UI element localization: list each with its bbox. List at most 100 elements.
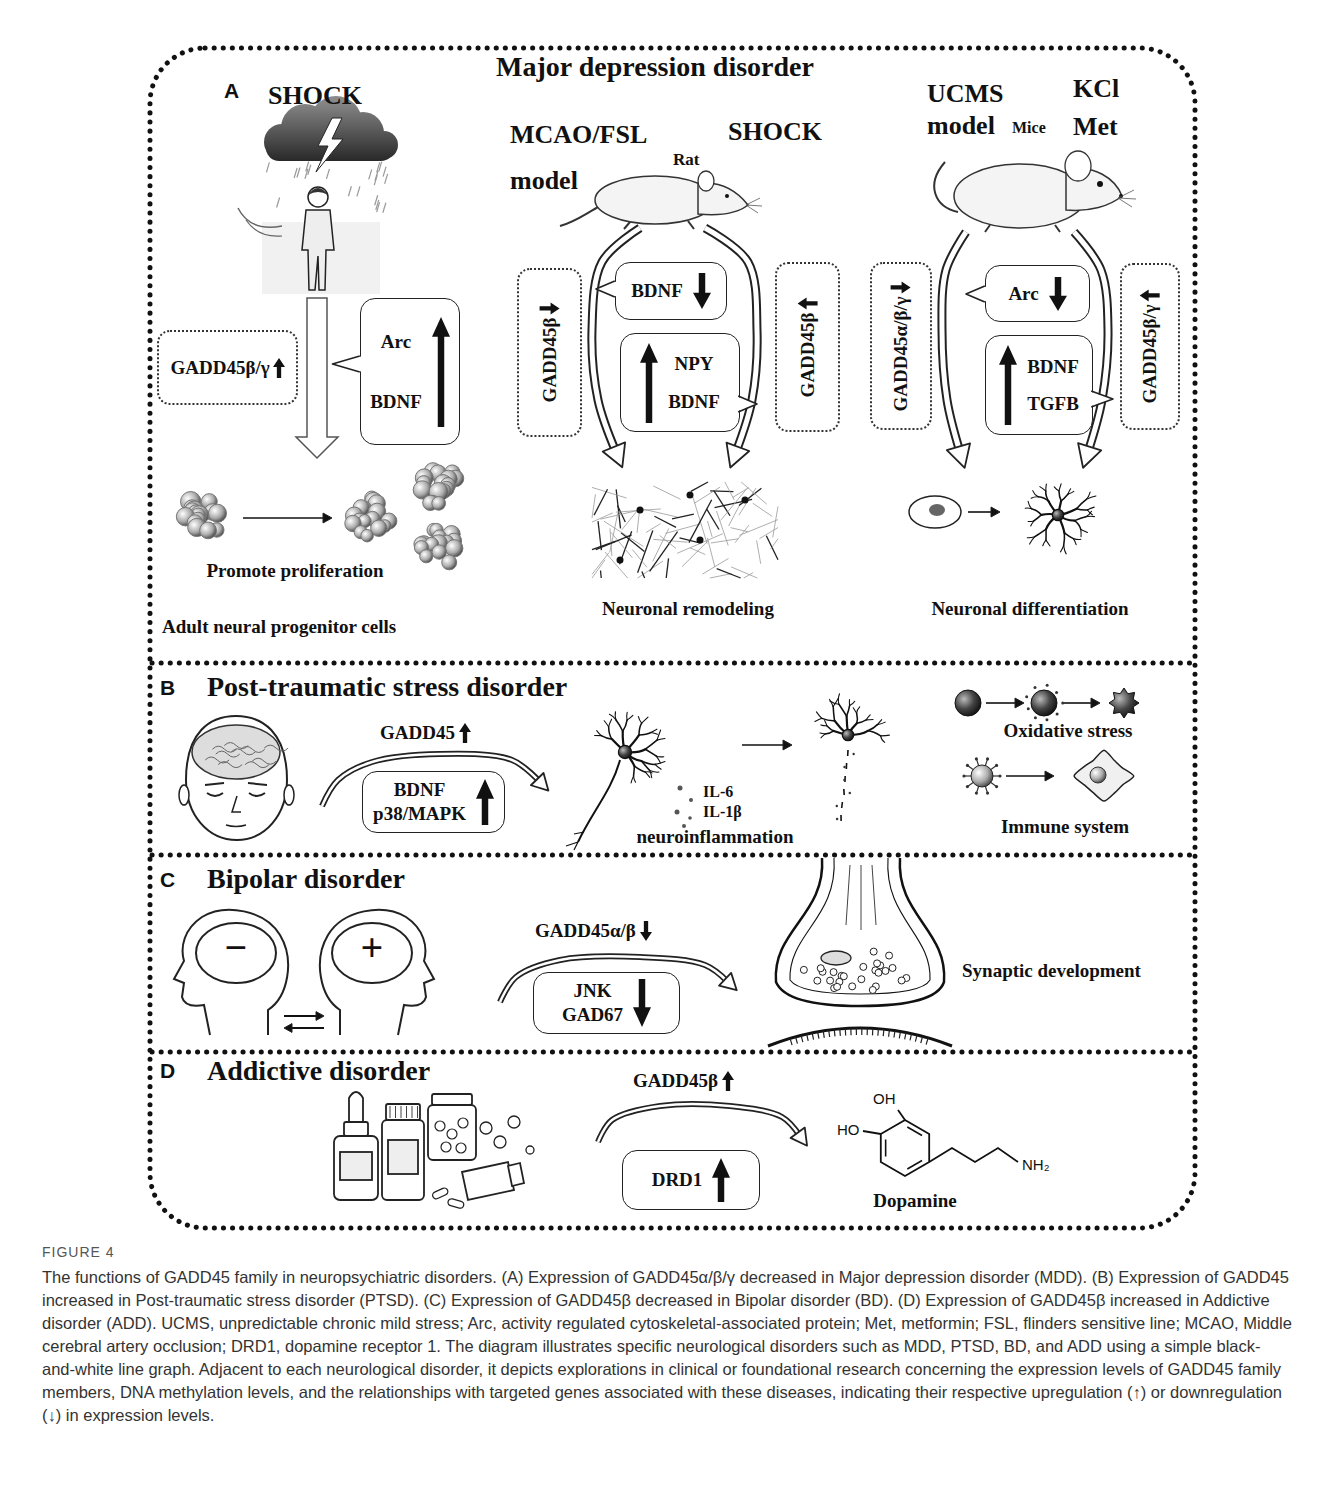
panel-letter: B: [160, 676, 175, 699]
mood-switch-arrow: [284, 1015, 318, 1017]
progenitor-cells: [208, 504, 226, 522]
gene-list: JNK GAD67: [562, 979, 623, 1027]
head-outline: [186, 716, 287, 840]
chem-group: OH: [873, 1090, 896, 1108]
axon-fragment: [844, 776, 846, 782]
mature-neuron: [1033, 491, 1039, 497]
label-slot: NH₂: [1022, 1156, 1050, 1174]
side-chain: [929, 1148, 1018, 1162]
text-slot: Bipolar disorder: [207, 862, 405, 896]
damaged-neuron: [821, 734, 825, 738]
panel-heading: Bipolar disorder: [207, 863, 405, 894]
mood-sign: −: [225, 928, 248, 968]
neurite: [689, 500, 712, 543]
box-content: Arc BDNF: [370, 312, 450, 432]
damaged-neuron: [833, 707, 834, 721]
label-slot: FIGURE 4: [42, 1244, 115, 1261]
neurite: [592, 513, 613, 522]
neurite: [741, 482, 767, 504]
neurite: [653, 528, 669, 561]
damaged-neuron: [866, 719, 873, 721]
neurite: [682, 541, 708, 567]
neurite: [707, 521, 712, 537]
neurite: [771, 539, 778, 549]
label-slot: KCl Met: [1073, 70, 1119, 146]
gene-name: GADD45β/γ: [1139, 304, 1162, 403]
callout-pointer: [739, 396, 758, 412]
healthy-neuron: [633, 766, 635, 776]
text-slot: Addictive disorder: [207, 1054, 430, 1088]
gene-name: GADD45α/β/γ: [890, 296, 913, 411]
gene-name: GADD45β/γ: [170, 356, 269, 379]
ros-dot: [1034, 716, 1037, 719]
expression-arrow: [633, 979, 651, 1027]
mature-neuron: [1052, 509, 1063, 520]
raindrop: [357, 186, 360, 196]
box-content: NPY BDNF: [640, 343, 720, 423]
double-bond: [907, 1127, 922, 1136]
mature-neuron: [1045, 484, 1047, 491]
lightning: [316, 118, 343, 172]
flow-arrow: [1078, 443, 1101, 468]
vesicle: [830, 969, 837, 976]
callout-pointer: [596, 281, 615, 297]
virus-spike: [968, 782, 973, 786]
head-profile: [320, 910, 434, 1035]
neurite: [672, 514, 694, 519]
label-slot: MCAO/FSL model: [510, 112, 646, 204]
expression-arrow: [459, 723, 471, 743]
postsynaptic-density: [861, 1028, 862, 1035]
postsynaptic-density: [839, 1029, 841, 1036]
neurite: [632, 549, 647, 567]
label-slot: SHOCK: [268, 80, 362, 111]
microtubule: [846, 865, 850, 925]
person-body: [302, 210, 334, 290]
label-slot: Neuronal differentiation: [931, 598, 1128, 621]
nose: [232, 796, 241, 812]
closed-eye: [207, 793, 223, 796]
damaged-neuron: [833, 698, 838, 707]
pill: [526, 1146, 534, 1154]
damaged-neuron: [827, 726, 834, 731]
rat-foot: [688, 221, 694, 229]
raindrop: [369, 169, 372, 179]
expression-arrow: [1140, 289, 1160, 301]
virus-spike: [966, 785, 969, 788]
mood-sign: +: [361, 928, 384, 968]
rotated-content: GADD45β: [538, 302, 561, 402]
neurite: [592, 560, 605, 578]
cap-ridge: [406, 1106, 407, 1118]
dropper: [349, 1092, 363, 1122]
label-slot: SHOCK: [728, 116, 822, 147]
damaged-neuron: [877, 722, 885, 724]
mature-neuron: [1087, 510, 1092, 515]
damaged-neuron: [825, 720, 827, 725]
expression-arrow: [640, 921, 652, 941]
mature-neuron: [1063, 533, 1065, 546]
drug-bottles: [334, 1092, 534, 1209]
postsynaptic-density: [818, 1032, 819, 1039]
expression-arrow: [891, 281, 911, 293]
stimulus-label: SHOCK: [268, 80, 362, 111]
healthy-neuron: [642, 717, 648, 723]
damaged-neuron: [842, 729, 853, 740]
stress-arrow: [1015, 698, 1024, 708]
healthy-neuron: [595, 712, 665, 783]
neuron-soma: [617, 557, 624, 564]
callout-pointer: [596, 281, 618, 297]
neurite: [773, 506, 778, 537]
progenitor-cells: [420, 550, 433, 563]
damaged-neuron: [838, 694, 839, 704]
benzene-ring: [881, 1120, 929, 1176]
gene-list: Arc: [1008, 282, 1038, 306]
neurite: [757, 540, 761, 564]
head-ear: [284, 785, 294, 805]
box-content: Arc: [1008, 277, 1066, 311]
mature-neuron: [1086, 516, 1095, 518]
mature-neuron: [1059, 491, 1061, 501]
expression-arrow: [712, 1158, 730, 1202]
rat-eye: [725, 194, 729, 198]
outer-frame: [150, 48, 1195, 1228]
panel-divider: [152, 853, 1193, 858]
neurite: [638, 530, 653, 572]
